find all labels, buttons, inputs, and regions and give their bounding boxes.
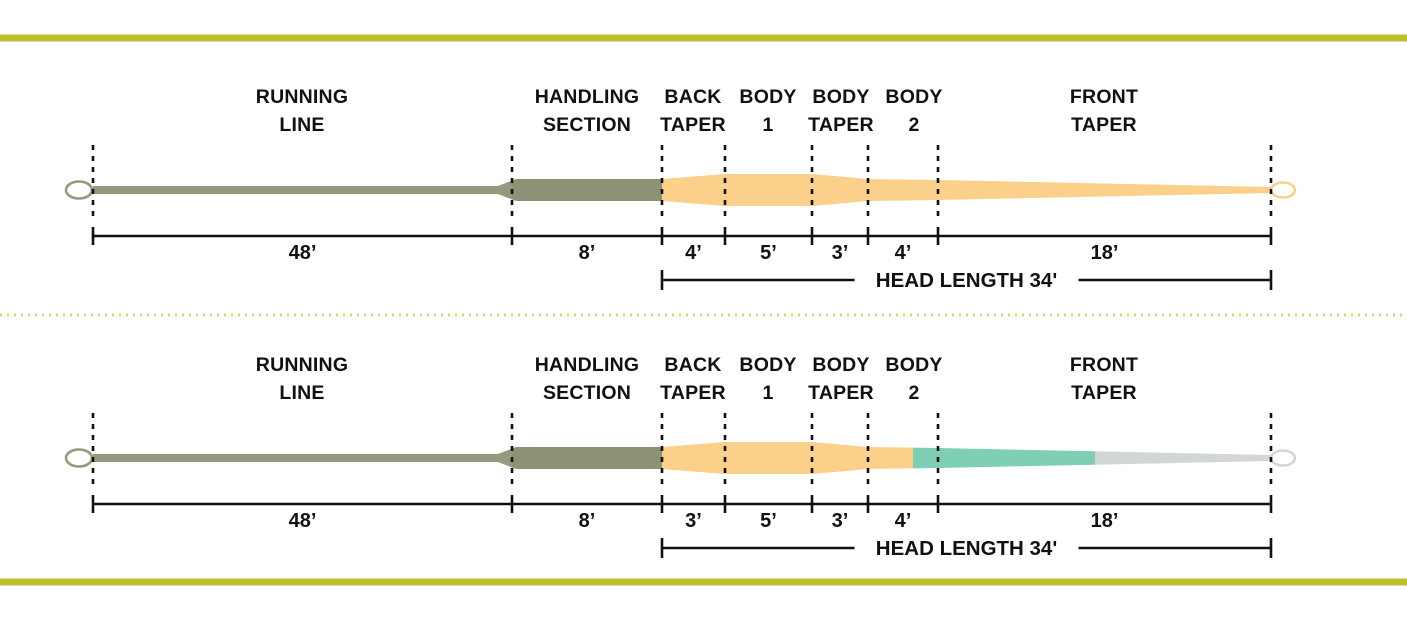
section-label-handling-section: HANDLING SECTION <box>535 354 640 404</box>
line-profile-top <box>93 174 1271 206</box>
section-label-body-2: BODY 2 <box>885 86 942 136</box>
section-label-line1-back-taper: BACK <box>664 354 721 376</box>
line-band-handling-section <box>512 174 662 206</box>
section-label-line2-handling-section: SECTION <box>543 382 631 404</box>
section-label-line1-front-taper: FRONT <box>1070 354 1138 376</box>
section-label-body-1: BODY 1 <box>739 86 796 136</box>
section-label-body-1: BODY 1 <box>739 354 796 404</box>
measure-length-handling-section: 8’ <box>579 242 596 264</box>
taper-row-top: RUNNING LINE HANDLING SECTION BACK TAPER BODY 1… <box>64 86 1297 292</box>
head-length-bracket-top: HEAD LENGTH 34' <box>660 269 1273 292</box>
section-label-line1-body-1: BODY <box>739 354 796 376</box>
section-label-line1-body-taper: BODY <box>812 354 869 376</box>
line-band-head-orange <box>662 442 913 474</box>
measure-length-body-1: 5’ <box>760 510 777 532</box>
head-length-label: HEAD LENGTH 34' <box>876 537 1057 560</box>
section-label-line2-front-taper: TAPER <box>1071 382 1137 404</box>
section-label-line1-back-taper: BACK <box>664 86 721 108</box>
section-label-line2-front-taper: TAPER <box>1071 114 1137 136</box>
section-label-back-taper: BACK TAPER <box>660 86 726 136</box>
measure-length-body-2: 4’ <box>895 510 912 532</box>
section-label-line1-handling-section: HANDLING <box>535 354 640 376</box>
measure-length-front-taper: 18’ <box>1091 510 1119 532</box>
section-label-body-taper: BODY TAPER <box>808 86 874 136</box>
section-label-line2-body-taper: TAPER <box>808 382 874 404</box>
section-label-line1-body-2: BODY <box>885 86 942 108</box>
welded-loop-butt <box>64 448 94 468</box>
section-label-line1-front-taper: FRONT <box>1070 86 1138 108</box>
line-band-tip-gray <box>1095 442 1271 474</box>
section-label-line2-body-1: 1 <box>762 382 773 404</box>
section-label-line2-body-2: 2 <box>908 382 919 404</box>
line-band-mint-section <box>913 442 1095 474</box>
section-label-line2-body-2: 2 <box>908 114 919 136</box>
section-label-running-line: RUNNING LINE <box>256 86 348 136</box>
measure-length-running-line: 48’ <box>289 510 317 532</box>
section-label-line2-back-taper: TAPER <box>660 382 726 404</box>
section-label-line2-back-taper: TAPER <box>660 114 726 136</box>
section-label-front-taper: FRONT TAPER <box>1070 354 1138 404</box>
measure-length-running-line: 48’ <box>289 242 317 264</box>
section-label-line2-body-taper: TAPER <box>808 114 874 136</box>
section-label-line1-running-line: RUNNING <box>256 354 348 376</box>
measure-length-back-taper: 3’ <box>685 510 702 532</box>
measure-length-front-taper: 18’ <box>1091 242 1119 264</box>
section-label-line2-handling-section: SECTION <box>543 114 631 136</box>
section-label-line1-body-taper: BODY <box>812 86 869 108</box>
head-length-label: HEAD LENGTH 34' <box>876 269 1057 292</box>
section-label-line2-running-line: LINE <box>279 382 324 404</box>
section-label-line2-running-line: LINE <box>279 114 324 136</box>
line-profile-bottom <box>93 442 1271 474</box>
section-label-line2-body-1: 1 <box>762 114 773 136</box>
section-label-running-line: RUNNING LINE <box>256 354 348 404</box>
measure-length-handling-section: 8’ <box>579 510 596 532</box>
measure-length-back-taper: 4’ <box>685 242 702 264</box>
section-label-line1-running-line: RUNNING <box>256 86 348 108</box>
measure-length-body-1: 5’ <box>760 242 777 264</box>
line-band-running-line <box>93 442 512 474</box>
line-band-handling-section <box>512 442 662 474</box>
measure-length-body-taper: 3’ <box>832 242 849 264</box>
line-band-running-line <box>93 174 512 206</box>
section-label-body-2: BODY 2 <box>885 354 942 404</box>
taper-row-bottom: RUNNING LINE HANDLING SECTION BACK TAPER BODY 1… <box>64 354 1297 560</box>
section-label-front-taper: FRONT TAPER <box>1070 86 1138 136</box>
line-band-head-orange <box>662 174 1271 206</box>
welded-loop-butt <box>64 180 94 200</box>
welded-loop-tip <box>1269 449 1297 467</box>
measure-length-body-2: 4’ <box>895 242 912 264</box>
measure-length-body-taper: 3’ <box>832 510 849 532</box>
head-length-bracket-bottom: HEAD LENGTH 34' <box>660 537 1273 560</box>
section-label-line1-body-2: BODY <box>885 354 942 376</box>
section-label-line1-body-1: BODY <box>739 86 796 108</box>
welded-loop-tip <box>1269 181 1297 199</box>
section-label-handling-section: HANDLING SECTION <box>535 86 640 136</box>
section-label-body-taper: BODY TAPER <box>808 354 874 404</box>
section-label-line1-handling-section: HANDLING <box>535 86 640 108</box>
section-label-back-taper: BACK TAPER <box>660 354 726 404</box>
